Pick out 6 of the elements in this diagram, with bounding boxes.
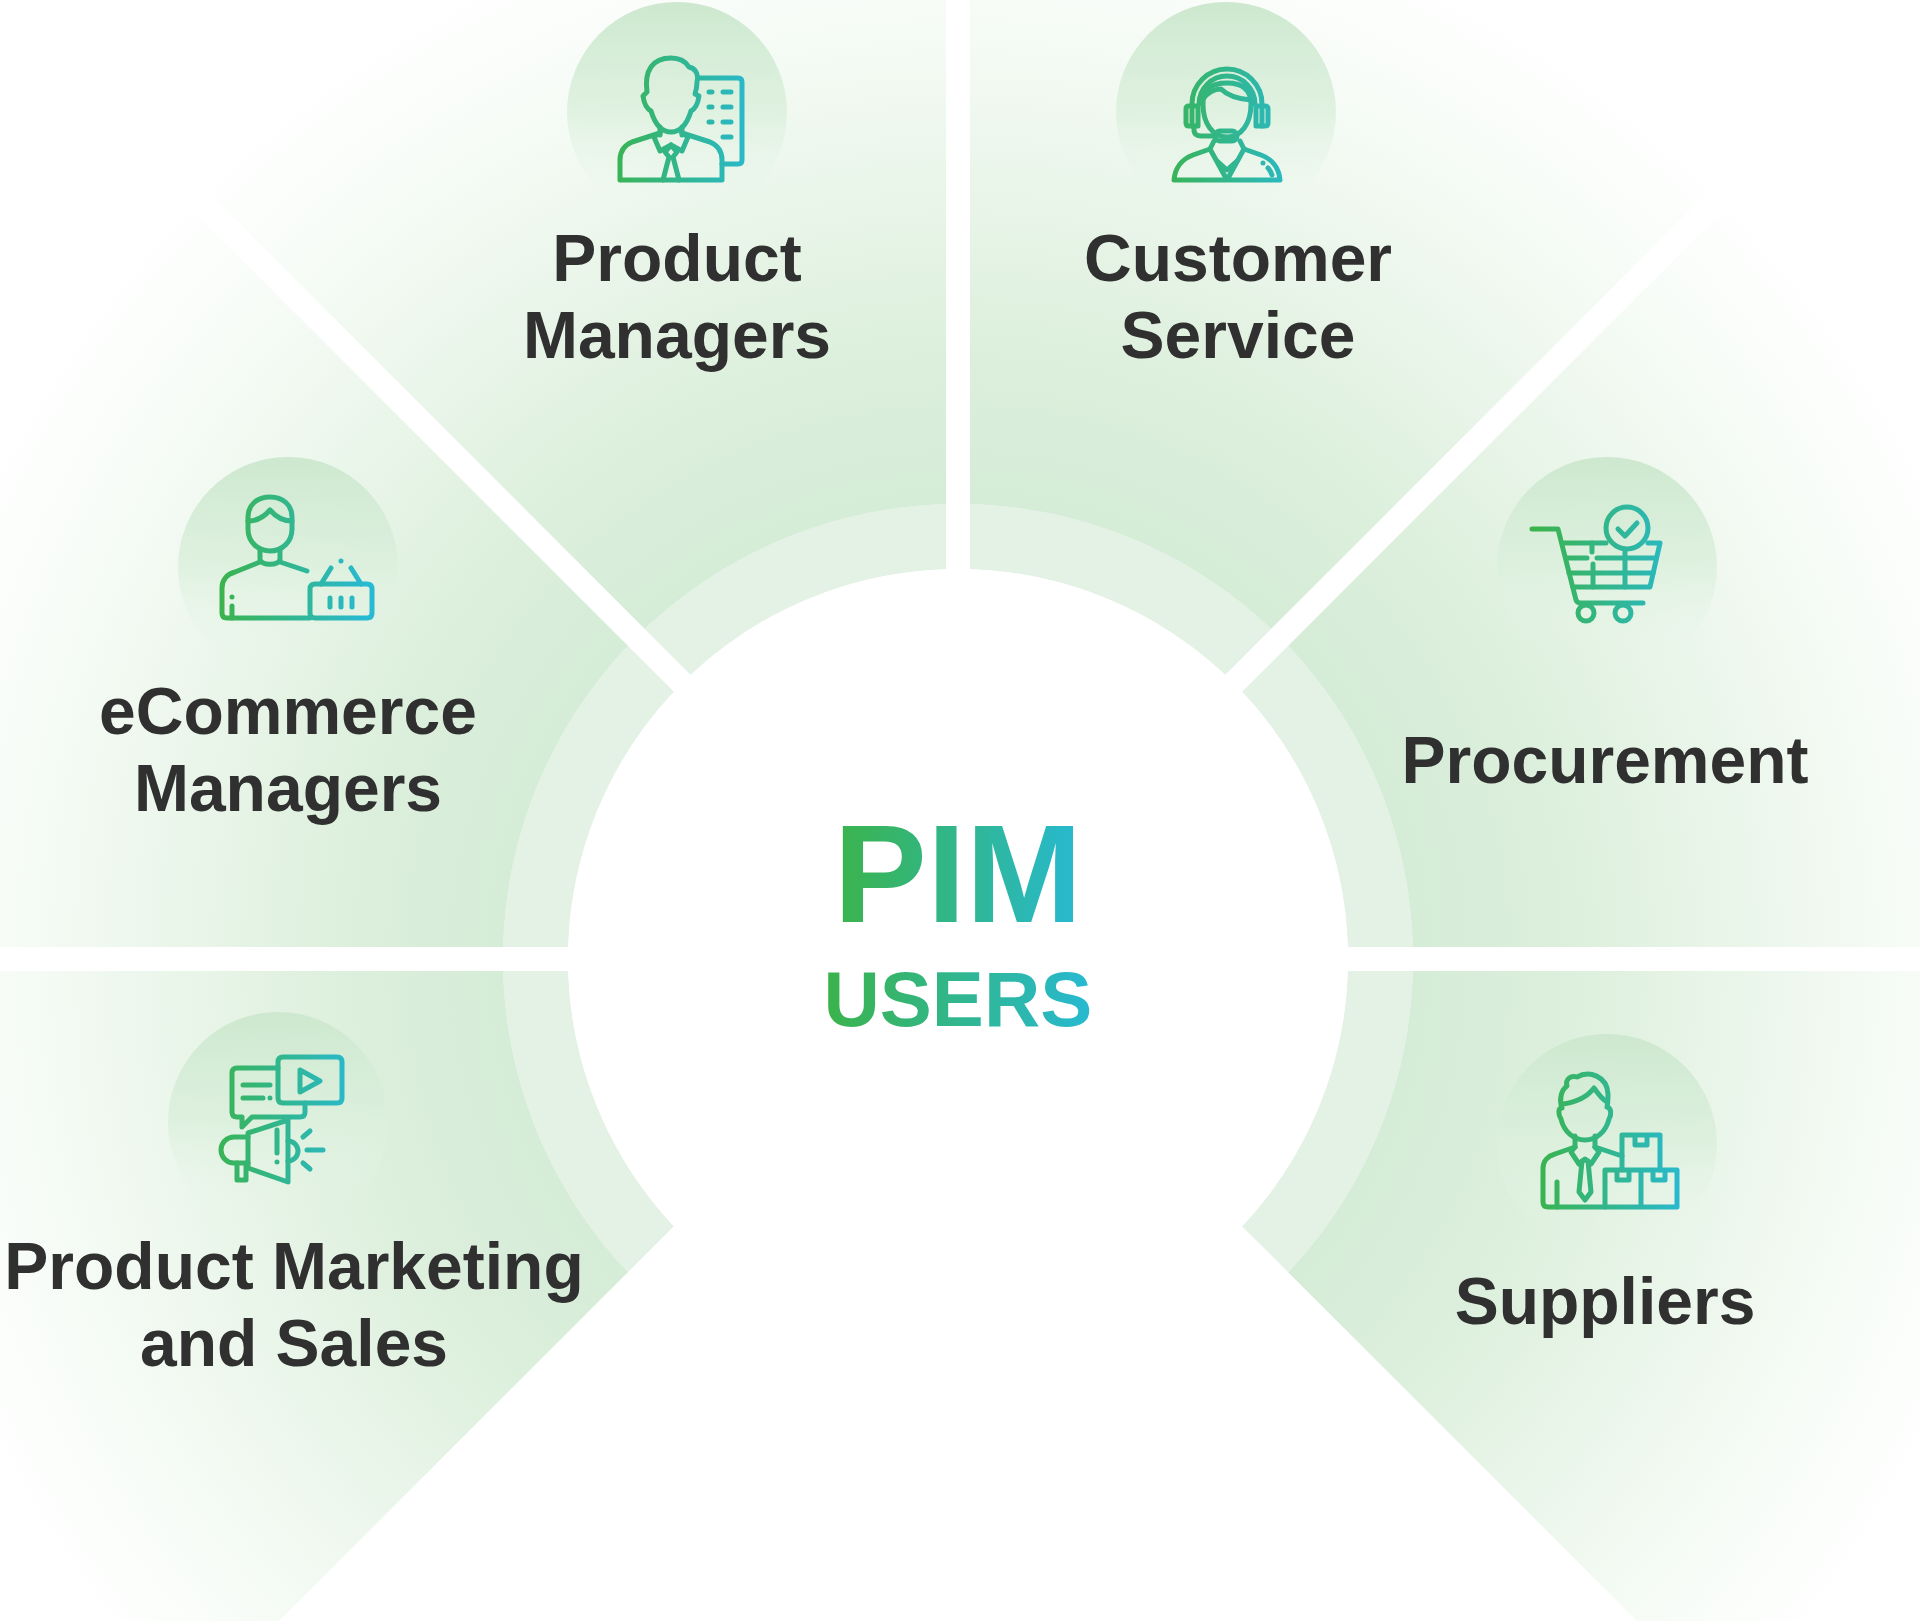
sector-label: Suppliers [1453, 1263, 1757, 1340]
sector-label: Product Marketing and Sales [3, 1228, 585, 1382]
sector-label: eCommerce Managers [98, 673, 478, 827]
sector-label: Procurement [1400, 722, 1810, 799]
sector-label: Customer Service [1082, 220, 1394, 374]
sector-label: Product Managers [521, 220, 833, 374]
